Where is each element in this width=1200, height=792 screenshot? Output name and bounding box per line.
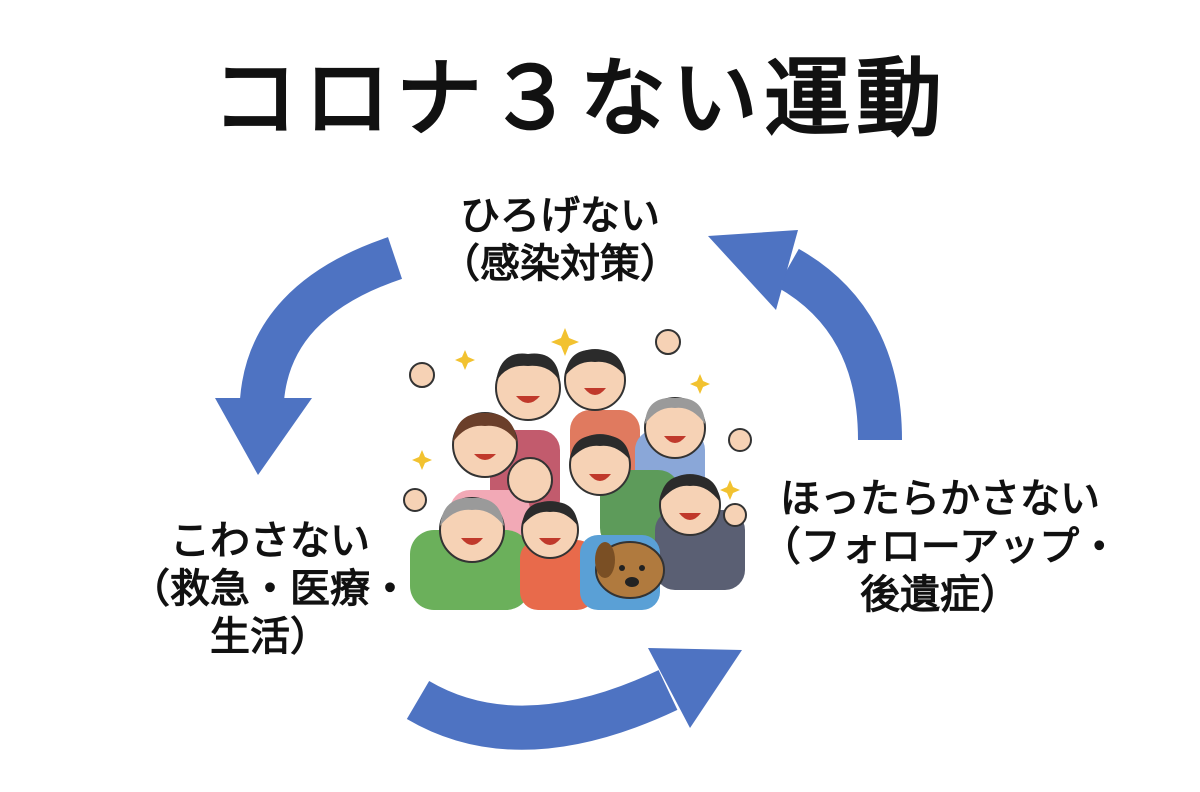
node-hirogenai: ひろげない （感染対策） — [380, 192, 740, 288]
page-title: コロナ３ない運動 — [212, 49, 948, 149]
family-group-cheering-icon — [403, 328, 752, 610]
arrow-right-to-top — [708, 230, 902, 441]
node-kowasanai-detail-1: （救急・医療・ — [130, 566, 410, 612]
node-kowasanai: こわさない （救急・医療・ 生活） — [110, 517, 430, 661]
node-hirogenai-title: ひろげない — [460, 193, 660, 239]
arrow-top-to-left — [215, 237, 403, 475]
node-hottarakasanai-detail-2: 後遺症） — [860, 572, 1020, 618]
node-kowasanai-detail-2: 生活） — [210, 614, 330, 660]
node-kowasanai-title: こわさない — [170, 518, 370, 564]
node-hottarakasanai: ほったらかさない （フォローアップ・ 後遺症） — [735, 475, 1145, 619]
node-hirogenai-detail: （感染対策） — [440, 241, 680, 287]
node-hottarakasanai-title: ほったらかさない — [780, 476, 1100, 522]
node-hottarakasanai-detail-1: （フォローアップ・ — [760, 524, 1120, 570]
arrow-left-to-right — [406, 648, 742, 750]
dog-icon — [595, 541, 665, 599]
